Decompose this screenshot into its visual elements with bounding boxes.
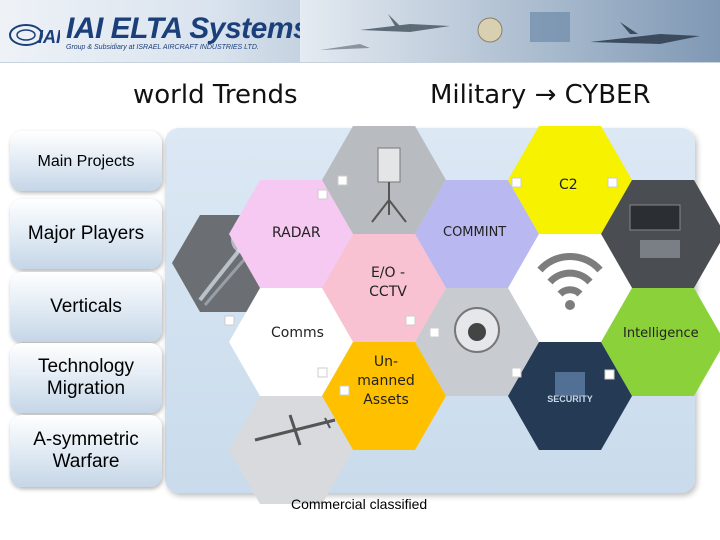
menu-main-projects[interactable]: Main Projects xyxy=(10,131,162,191)
company-logo-subtitle: Group & Subsidiary at ISRAEL AIRCRAFT IN… xyxy=(66,44,259,51)
menu-major-players[interactable]: Major Players xyxy=(10,199,162,269)
hex-radar[interactable] xyxy=(229,180,353,288)
hex-label-commint: COMMINT xyxy=(443,225,507,240)
wifi-image-hex xyxy=(508,234,632,342)
title-military-cyber: Military → CYBER xyxy=(430,80,651,110)
hex-label-unmanned-assets: Un-manned Assets xyxy=(357,354,415,408)
drone-image-hex xyxy=(229,396,353,504)
hex-label-eo-cctv: E/O - CCTV xyxy=(369,265,407,300)
title-world-trends: world Trends xyxy=(133,80,298,110)
control-room-image-hex xyxy=(601,180,720,288)
hex-intelligence[interactable] xyxy=(601,288,720,396)
hex-label-intelligence: Intelligence xyxy=(623,326,699,341)
menu-verticals[interactable]: Verticals xyxy=(10,272,162,342)
header-banner: IAI IAI ELTA Systems Ltd. Group & Subsid… xyxy=(0,0,720,63)
camera-device-image-hex xyxy=(415,288,539,396)
menu-technology-migration[interactable]: Technology Migration xyxy=(10,343,162,413)
hex-unmanned-assets[interactable] xyxy=(322,342,446,450)
hex-commint[interactable] xyxy=(415,180,539,288)
hex-connectors xyxy=(224,175,618,396)
iai-logo-icon: IAI xyxy=(9,24,60,47)
security-image-hex: SECURITY xyxy=(508,342,632,450)
radar-device-image-hex xyxy=(322,126,446,234)
hex-eo-cctv[interactable] xyxy=(322,234,446,342)
hex-label-radar: RADAR xyxy=(272,225,321,241)
hex-c2[interactable] xyxy=(508,126,632,234)
svg-text:SECURITY: SECURITY xyxy=(547,394,593,404)
menu-asymmetric-warfare[interactable]: A-symmetric Warfare xyxy=(10,415,162,487)
hex-label-comms: Comms xyxy=(271,325,324,341)
svg-text:IAI: IAI xyxy=(38,27,60,47)
hex-label-c2: C2 xyxy=(559,177,578,193)
footer-classification: Commercial classified xyxy=(291,496,428,512)
aircraft-banner-illustration xyxy=(300,0,720,62)
